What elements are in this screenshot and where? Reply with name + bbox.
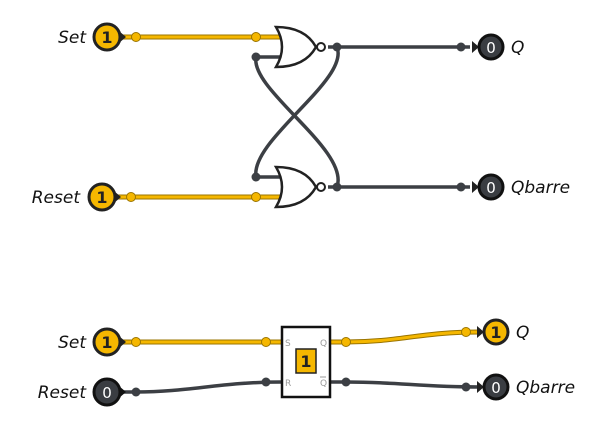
node: [261, 377, 271, 387]
node: [341, 377, 351, 387]
input-label-reset: Reset: [38, 383, 88, 403]
node: [456, 182, 466, 192]
output-value: 1: [490, 323, 501, 342]
output-value: 0: [486, 39, 496, 57]
wire-reset-bottom[interactable]: [122, 380, 283, 394]
input-value: 1: [101, 28, 112, 47]
nor-gate-icon[interactable]: [273, 165, 326, 209]
node: [131, 32, 141, 42]
input-label-set: Set: [58, 28, 87, 48]
input-value: 1: [101, 333, 112, 352]
wire-feedback-1[interactable]: [254, 46, 340, 179]
wire-feedback-2[interactable]: [254, 55, 340, 188]
node: [332, 42, 342, 52]
output-value: 0: [486, 179, 496, 197]
output-label-q: Q: [516, 323, 529, 343]
node: [456, 42, 466, 52]
node: [251, 172, 261, 182]
latch-state-display: [295, 348, 317, 374]
pin-label-r: R: [285, 379, 291, 389]
pin-label-q: Q: [320, 339, 327, 349]
pin-label-qbar: Q: [320, 379, 327, 389]
output-value: 0: [491, 379, 501, 397]
input-pin-reset-bottom[interactable]: 0: [92, 377, 126, 407]
node: [131, 387, 141, 397]
output-pin-q-top: 0: [472, 33, 505, 61]
output-pin-qbar-top: 0: [472, 173, 505, 201]
input-value: 0: [102, 384, 112, 402]
sr-latch-block[interactable]: S R Q Q 1: [280, 325, 332, 399]
node: [341, 337, 351, 347]
input-pin-set-top[interactable]: 1: [92, 22, 126, 52]
node: [261, 337, 271, 347]
input-label-set: Set: [58, 333, 87, 353]
output-label-qbar: Qbarre: [511, 178, 570, 198]
output-pin-q-bottom: 1: [477, 318, 510, 346]
nor-gate-icon[interactable]: [273, 25, 326, 69]
pin-label-s: S: [285, 339, 291, 349]
output-pin-qbar-bottom: 0: [477, 373, 510, 401]
node: [251, 52, 261, 62]
input-label-reset: Reset: [32, 188, 82, 208]
input-pin-reset-top[interactable]: 1: [87, 182, 121, 212]
wire-q-bottom[interactable]: [330, 329, 481, 345]
node: [332, 182, 342, 192]
wire-qbar-bottom[interactable]: [330, 380, 481, 389]
node: [131, 337, 141, 347]
input-pin-set-bottom[interactable]: 1: [92, 327, 126, 357]
node: [461, 327, 471, 337]
input-value: 1: [96, 188, 107, 207]
node: [251, 32, 261, 42]
node: [251, 192, 261, 202]
latch-state-value: 1: [300, 352, 311, 371]
node: [126, 192, 136, 202]
output-label-qbar: Qbarre: [516, 378, 575, 398]
node: [461, 382, 471, 392]
output-label-q: Q: [511, 38, 524, 58]
